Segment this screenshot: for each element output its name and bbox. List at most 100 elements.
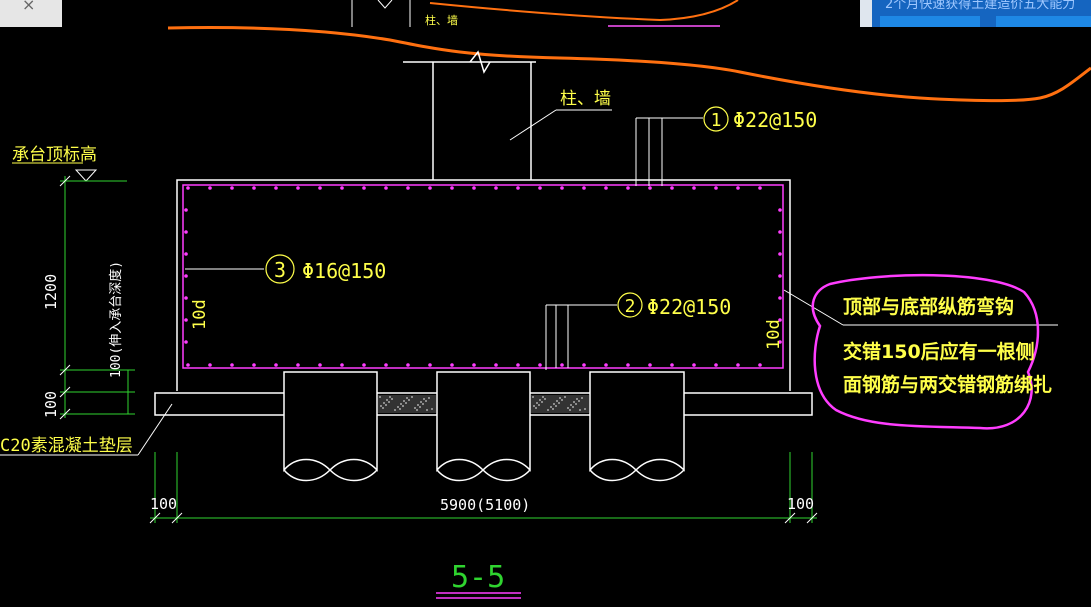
hatch-dot xyxy=(535,407,537,409)
annotation-line-2: 交错150后应有一根侧 xyxy=(843,340,1035,363)
rebar-dot xyxy=(494,363,498,367)
left-panel-fragment xyxy=(0,0,62,27)
column-leader xyxy=(509,109,557,141)
cushion-label: C20素混凝土垫层 xyxy=(0,436,133,456)
hatch-dot xyxy=(541,401,543,403)
hatch-dot xyxy=(555,405,557,407)
rebar-dot xyxy=(406,363,410,367)
rebar-2-number: 2 xyxy=(625,296,636,317)
hatch-dot xyxy=(578,400,580,402)
hatch-dot xyxy=(402,405,404,407)
hatch-dot xyxy=(423,398,425,400)
hatch-dot xyxy=(403,400,405,402)
hatch-dot xyxy=(544,398,546,400)
orange-sketch-curve xyxy=(167,26,1091,103)
rebar-dot xyxy=(184,340,188,344)
rebar-dot xyxy=(384,186,388,190)
hatch-dot xyxy=(569,409,571,411)
rebar-dots xyxy=(184,186,782,367)
hatch-dot xyxy=(408,399,410,401)
hatch-dot xyxy=(550,406,552,408)
hatch-dot xyxy=(422,403,424,405)
dim-tick xyxy=(59,386,71,398)
rebar-dot xyxy=(516,186,520,190)
pile-3 xyxy=(589,371,685,482)
close-icon[interactable]: × xyxy=(22,0,35,14)
rebar-dot xyxy=(318,363,322,367)
hatch-dot xyxy=(536,402,538,404)
rebar-dot xyxy=(758,186,762,190)
rebar-dot xyxy=(252,363,256,367)
hatch-dot xyxy=(431,408,433,410)
hatch-dot xyxy=(572,406,574,408)
column-break-symbol xyxy=(469,50,491,74)
hatch-dot xyxy=(394,409,396,411)
rebar-dot xyxy=(648,186,652,190)
rebar-dot xyxy=(340,186,344,190)
rebar-2-spec: Φ22@150 xyxy=(647,295,731,319)
rebar-3-number: 3 xyxy=(274,258,286,282)
hatch-dot xyxy=(584,408,586,410)
promo-block-2 xyxy=(996,16,1091,27)
rebar-1-number: 1 xyxy=(711,110,722,131)
annotation-cloud xyxy=(811,273,1040,430)
annotation-line-3: 面钢筋与两交错钢筋绑扎 xyxy=(843,373,1052,396)
rebar-dot xyxy=(778,208,782,212)
hatch-dot xyxy=(388,401,390,403)
rebar-dot xyxy=(230,186,234,190)
rebar-dot xyxy=(670,186,674,190)
rebar-dot xyxy=(472,363,476,367)
rebar-dot xyxy=(384,363,388,367)
rebar-1-circle xyxy=(703,106,729,132)
dim-tick xyxy=(149,512,161,524)
dim-height-bottom: 100 xyxy=(42,391,60,418)
rebar-dot xyxy=(406,186,410,190)
rebar-dot xyxy=(428,186,432,190)
rebar-dot xyxy=(274,186,278,190)
rebar-dot xyxy=(184,252,188,256)
rebar-dot xyxy=(296,186,300,190)
rebar-dot xyxy=(184,296,188,300)
hatch-dot xyxy=(556,400,558,402)
dim-tick xyxy=(784,512,796,524)
hatch-dot xyxy=(576,398,578,400)
hatch-dot xyxy=(391,398,393,400)
dim-tick xyxy=(59,364,71,376)
rebar-dot xyxy=(714,363,718,367)
rebar-dot xyxy=(714,186,718,190)
hatch-dot xyxy=(561,399,563,401)
hatch-dot xyxy=(420,401,422,403)
rebar-dot xyxy=(208,186,212,190)
hatch-dot xyxy=(425,400,427,402)
rebar-dot xyxy=(184,274,188,278)
hatch-dot xyxy=(383,402,385,404)
rebar-dot xyxy=(648,363,652,367)
hatch-dot xyxy=(579,409,581,411)
rebar-dot xyxy=(736,186,740,190)
rebar-dot xyxy=(560,186,564,190)
hatch-dot xyxy=(542,396,544,398)
dim-height-embed: 100(伸入承台深度) xyxy=(108,261,124,378)
rebar-cage xyxy=(182,184,784,369)
rebar-dot xyxy=(450,363,454,367)
dim-total-width: 5900(5100) xyxy=(440,496,530,514)
hatch-dot xyxy=(553,403,555,405)
rebar-dot xyxy=(428,363,432,367)
rebar-dot xyxy=(230,363,234,367)
dim-tick xyxy=(171,512,183,524)
hatch-dot xyxy=(414,407,416,409)
upper-fragment-label: 柱、墙 xyxy=(425,13,458,27)
anchor-right-label: 10d xyxy=(764,319,784,350)
rebar-dot xyxy=(736,363,740,367)
hatch-dot xyxy=(416,409,418,411)
hatch-dot xyxy=(428,397,430,399)
rebar-dot xyxy=(494,186,498,190)
pile-cap-outline xyxy=(176,179,791,391)
hatch-dot xyxy=(564,396,566,398)
hatch-dot xyxy=(532,396,534,398)
hatch-dot xyxy=(380,405,382,407)
rebar-dot xyxy=(184,318,188,322)
rebar-dot xyxy=(274,363,278,367)
hatch-dot xyxy=(397,406,399,408)
